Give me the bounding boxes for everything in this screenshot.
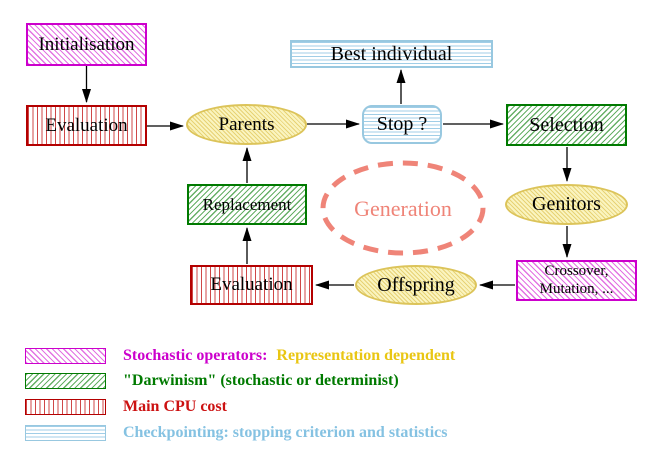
legend-label-stochastic-operators: Stochastic operators: bbox=[123, 347, 268, 364]
crossover-line2: Mutation, ... bbox=[539, 280, 614, 297]
legend-swatch-cyan-stripes bbox=[25, 425, 106, 441]
legend-label-representation-dependent: Representation dependent bbox=[276, 347, 456, 364]
legend-row-stochastic-operators: Stochastic operators: Representation dep… bbox=[25, 347, 455, 365]
node-parents: Parents bbox=[186, 104, 307, 145]
node-best-individual: Best individual bbox=[290, 40, 493, 68]
legend-swatch-magenta-hatch bbox=[25, 348, 106, 364]
legend-label-darwinism: "Darwinism" (stochastic or determinist) bbox=[123, 372, 399, 389]
legend-row-darwinism: "Darwinism" (stochastic or determinist) bbox=[25, 372, 399, 390]
node-evaluation-top: Evaluation bbox=[26, 105, 147, 146]
flow-arrows bbox=[82, 66, 572, 290]
legend-row-main-cpu-cost: Main CPU cost bbox=[25, 398, 227, 416]
legend-label-checkpointing: Checkpointing: stopping criterion and st… bbox=[123, 424, 448, 441]
legend-label-main-cpu-cost: Main CPU cost bbox=[123, 398, 227, 415]
crossover-line1: Crossover, bbox=[544, 263, 609, 280]
node-offspring: Offspring bbox=[355, 265, 477, 305]
legend-swatch-green-hatch bbox=[25, 373, 106, 389]
node-stop: Stop ? bbox=[362, 105, 442, 144]
legend-swatch-red-stripes bbox=[25, 399, 106, 415]
node-genitors: Genitors bbox=[505, 184, 628, 225]
legend-row-checkpointing: Checkpointing: stopping criterion and st… bbox=[25, 424, 447, 442]
node-initialisation: Initialisation bbox=[26, 23, 147, 66]
node-selection: Selection bbox=[506, 104, 627, 146]
node-crossover-mutation: Crossover, Mutation, ... bbox=[516, 260, 637, 301]
node-evaluation-bottom: Evaluation bbox=[190, 265, 313, 305]
node-replacement: Replacement bbox=[187, 184, 307, 225]
generation-label: Generation bbox=[354, 196, 452, 221]
